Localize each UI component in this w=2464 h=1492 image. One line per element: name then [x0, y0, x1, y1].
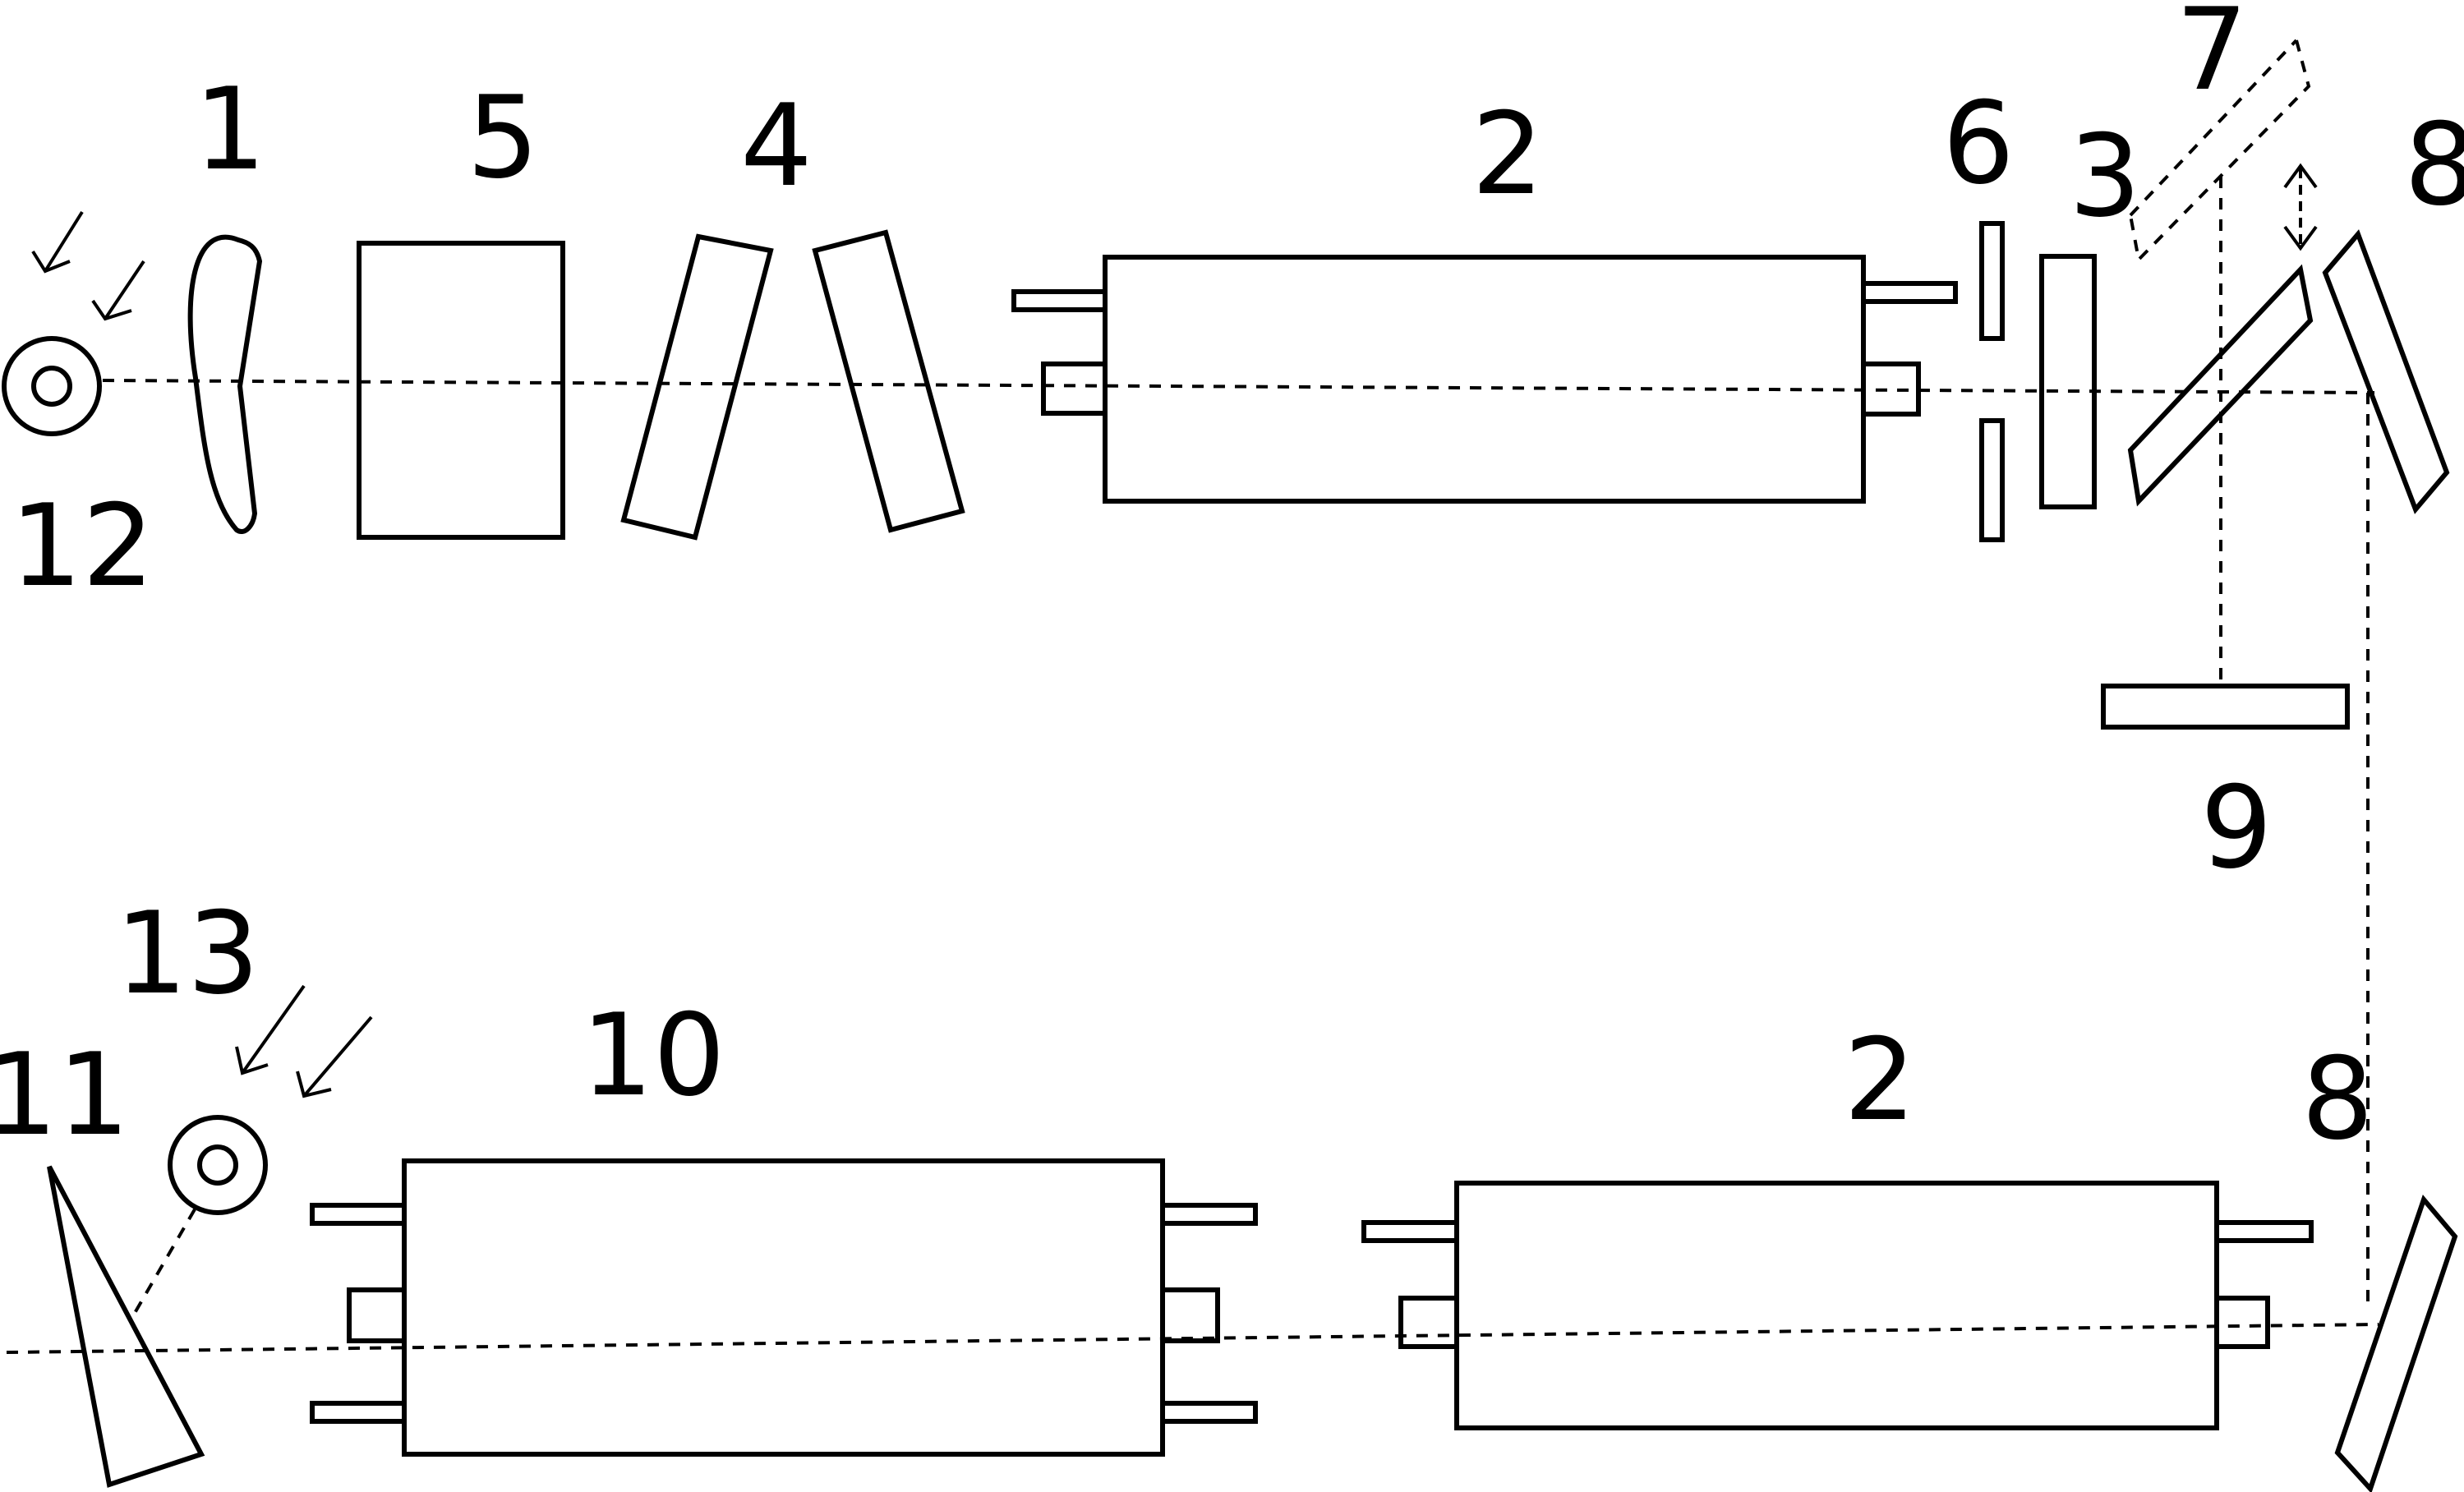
incoming-arrows-12	[31, 210, 145, 321]
label-10: 10	[581, 989, 725, 1121]
label-3: 3	[2069, 110, 2141, 242]
label-11: 11	[0, 1029, 130, 1161]
beam-to-13	[130, 1208, 196, 1320]
movement-arrow	[2283, 163, 2318, 251]
plate-3	[2039, 254, 2097, 509]
beam-top-axis	[102, 379, 2375, 394]
aperture-6	[1979, 221, 2005, 542]
label-6: 6	[1942, 77, 2015, 210]
label-9: 9	[2200, 762, 2273, 894]
incoming-arrows-13	[235, 984, 373, 1098]
detector-12	[2, 336, 102, 436]
label-13: 13	[115, 887, 260, 1020]
tube-2-top	[1011, 255, 1958, 504]
lens-1	[187, 234, 263, 534]
screen-9	[2101, 684, 2350, 730]
plates-4	[620, 229, 965, 541]
label-1: 1	[194, 63, 266, 196]
label-2-top: 2	[1471, 88, 1544, 220]
tube-2-bottom	[1361, 1181, 2314, 1430]
label-5: 5	[467, 71, 539, 204]
label-2-bottom: 2	[1844, 1014, 1916, 1146]
label-12: 12	[10, 480, 154, 612]
mirror-8-top	[2322, 229, 2450, 514]
cell-5	[357, 241, 565, 540]
alt-position-7	[2129, 39, 2311, 264]
beam-splitter	[2127, 264, 2314, 507]
wedge-11	[47, 1165, 205, 1488]
label-4: 4	[740, 80, 813, 212]
tube-10	[310, 1158, 1258, 1457]
label-8-top: 8	[2404, 99, 2464, 231]
label-7: 7	[2176, 0, 2248, 116]
detector-13	[168, 1115, 268, 1215]
label-8-bottom: 8	[2301, 1033, 2374, 1165]
component-labels: 1 5 4 2 6 3 7 8 12 9 13 10 2 8 11	[0, 0, 2464, 1165]
mirror-8-bottom	[2334, 1195, 2458, 1492]
